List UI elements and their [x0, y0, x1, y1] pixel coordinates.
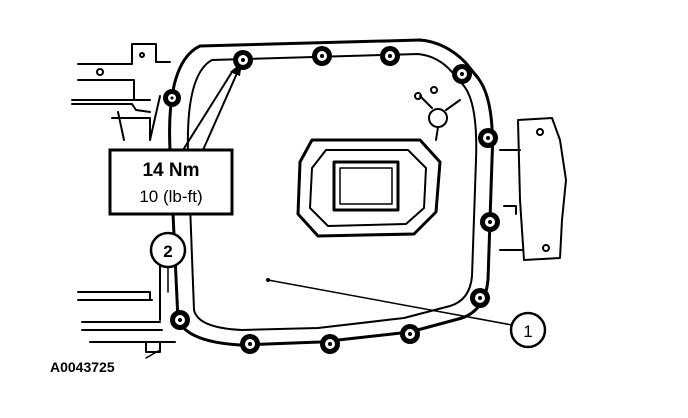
bolt [320, 334, 340, 354]
callout-2: 2 [149, 231, 187, 269]
bolt [380, 46, 400, 66]
callout-2-number: 2 [163, 242, 172, 261]
bolt [400, 324, 420, 344]
oil-pan-outline [168, 38, 494, 347]
pan-bolts [163, 46, 500, 354]
callout-1-number: 1 [523, 322, 532, 341]
torque-spec-box: 14 Nm 10 (lb-ft) [108, 148, 234, 216]
left-structure [71, 43, 176, 353]
figure-id: A0043725 [50, 359, 115, 375]
bolt [240, 334, 260, 354]
bolt [452, 64, 472, 84]
bolt [170, 310, 190, 330]
bolt [480, 212, 500, 232]
bolt [163, 89, 181, 107]
callout-1-leader [267, 279, 513, 326]
bolt [478, 128, 498, 148]
torque-secondary: 10 (lb-ft) [139, 187, 202, 206]
callout-1: 1 [509, 311, 547, 349]
bolt [233, 50, 253, 70]
sensor-fitting [414, 86, 461, 141]
figure-id-arrow [145, 349, 161, 359]
torque-primary: 14 Nm [142, 160, 199, 181]
bolt [470, 288, 490, 308]
bolt [312, 46, 332, 66]
center-recess [296, 138, 442, 238]
right-bracket [499, 117, 567, 261]
torque-arrows [149, 61, 243, 151]
